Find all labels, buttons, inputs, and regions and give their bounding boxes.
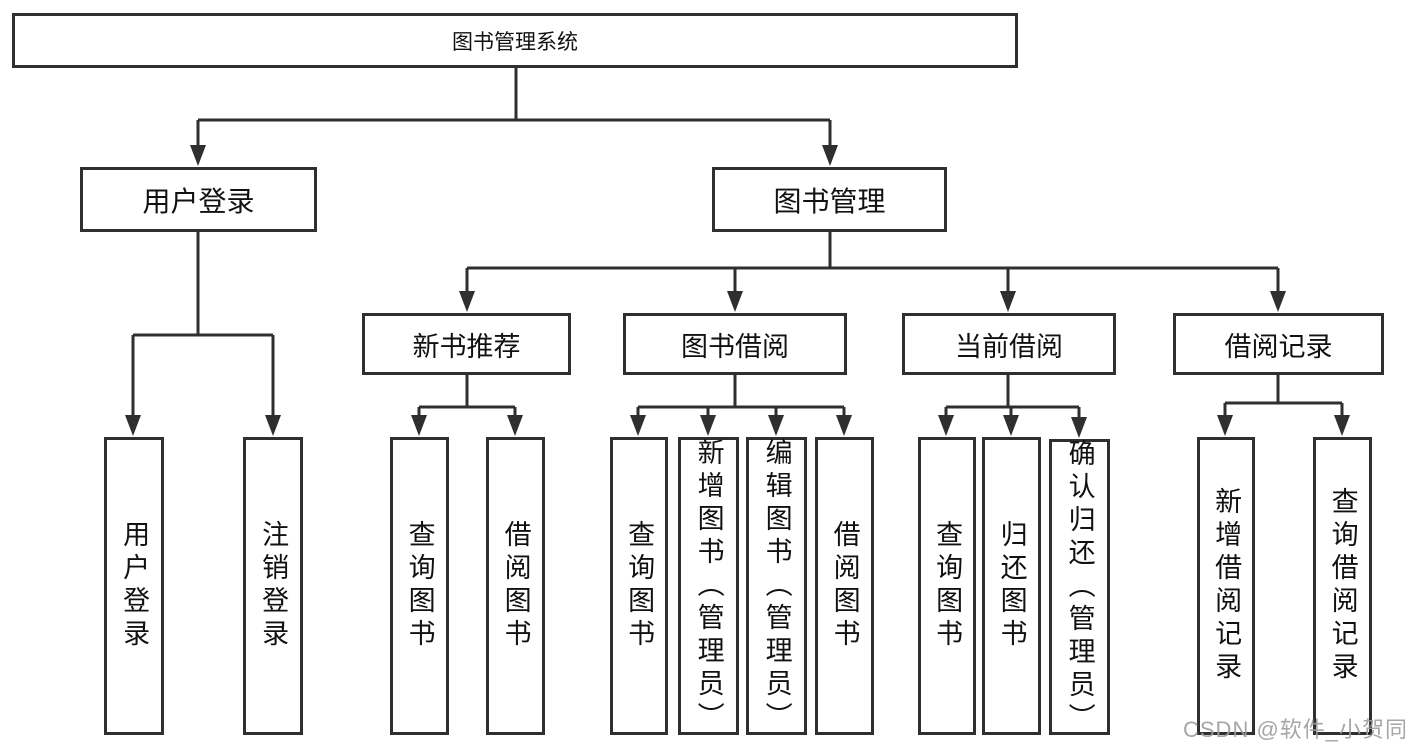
node-user-login: 用户登录 <box>80 167 317 232</box>
leaf-label: 新增图书（管理员） <box>693 437 724 735</box>
node-new-book-recommend: 新书推荐 <box>362 313 571 375</box>
leaf-label: 编辑图书（管理员） <box>761 437 792 735</box>
leaf-label: 确认归还（管理员） <box>1064 438 1095 736</box>
leaf-add-book-admin: 新增图书（管理员） <box>678 437 739 735</box>
leaf-logout: 注销登录 <box>243 437 303 735</box>
leaf-edit-book-admin: 编辑图书（管理员） <box>746 437 807 735</box>
leaf-label: 查询图书 <box>624 520 655 652</box>
node-current-borrow: 当前借阅 <box>902 313 1116 375</box>
leaf-borrow-books: 借阅图书 <box>815 437 874 735</box>
node-borrow-records: 借阅记录 <box>1173 313 1384 375</box>
node-book-borrow: 图书借阅 <box>623 313 847 375</box>
leaf-label: 查询图书 <box>404 520 435 652</box>
leaf-label: 新增借阅记录 <box>1211 487 1242 685</box>
leaf-label: 查询图书 <box>932 520 963 652</box>
leaf-label: 借阅图书 <box>829 520 860 652</box>
leaf-confirm-return-admin: 确认归还（管理员） <box>1049 438 1110 736</box>
leaf-query-books-current: 查询图书 <box>918 437 976 735</box>
leaf-label: 查询借阅记录 <box>1327 487 1358 685</box>
leaf-query-books-recommend: 查询图书 <box>390 437 449 735</box>
csdn-watermark: CSDN @软件_小贺同学 <box>1183 717 1405 742</box>
leaf-add-borrow-record: 新增借阅记录 <box>1197 437 1255 735</box>
leaf-return-books: 归还图书 <box>982 437 1041 735</box>
leaf-user-login: 用户登录 <box>104 437 164 735</box>
node-root: 图书管理系统 <box>12 13 1018 68</box>
leaf-label: 归还图书 <box>996 520 1027 652</box>
leaf-label: 注销登录 <box>258 520 289 652</box>
node-book-management: 图书管理 <box>712 167 947 232</box>
leaf-query-borrow-record: 查询借阅记录 <box>1313 437 1372 735</box>
leaf-label: 借阅图书 <box>500 520 531 652</box>
leaf-query-books-borrow: 查询图书 <box>610 437 668 735</box>
leaf-borrow-books-recommend: 借阅图书 <box>486 437 545 735</box>
leaf-label: 用户登录 <box>119 520 150 652</box>
